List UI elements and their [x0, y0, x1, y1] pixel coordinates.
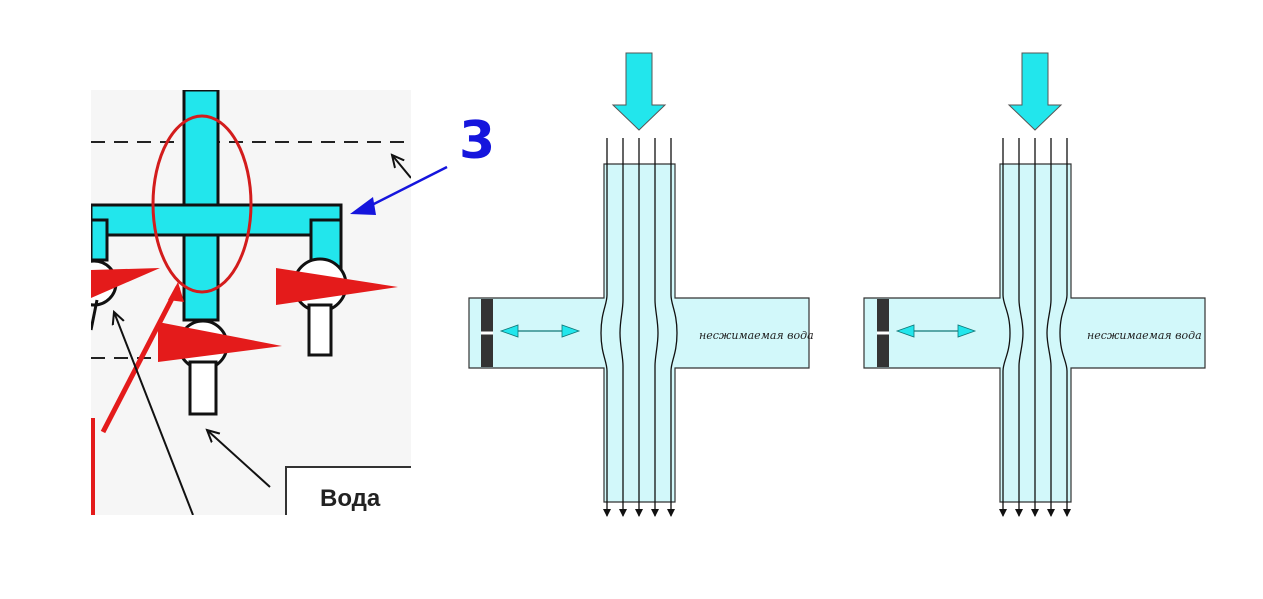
valve-bottom-stem — [188, 360, 218, 416]
label-box — [285, 466, 411, 515]
highlight-ellipse — [151, 114, 253, 294]
blue-pointer-line — [361, 165, 448, 212]
red-pointer-line — [100, 285, 181, 434]
pipe-junction — [186, 207, 216, 233]
flow-line-4 — [651, 138, 659, 517]
flow-line-5 — [1059, 138, 1071, 517]
valve-left-stem — [91, 299, 99, 331]
red-cone-right — [276, 268, 398, 305]
flow-line-2 — [1015, 138, 1024, 517]
blue-pointer-head — [350, 197, 376, 215]
flow-line-1 — [999, 138, 1011, 517]
flow-lines — [600, 138, 678, 517]
flow-line-4 — [1046, 138, 1055, 517]
valve-right-stem — [307, 303, 333, 357]
black-pointer-bottom — [207, 430, 271, 488]
number-label: 3 — [459, 111, 495, 171]
medium-label: несжимаемая вода — [1087, 329, 1202, 342]
left-panel: Вода — [91, 90, 411, 515]
piston-arrow-left-icon — [499, 324, 519, 338]
red-pointer-head — [168, 282, 184, 302]
red-cone-bottom — [158, 322, 282, 362]
flow-line-2 — [619, 138, 627, 517]
flow-arrow-icon — [611, 52, 667, 131]
left-panel-background — [91, 90, 411, 515]
black-pointer-top — [392, 155, 411, 179]
pipe-elbow — [313, 222, 339, 236]
flow-lines — [999, 138, 1071, 517]
right-diagram: несжимаемая вода — [863, 52, 1206, 517]
piston-arrow-right-icon — [957, 324, 977, 338]
flow-line-5 — [667, 138, 678, 517]
flow-arrow-icon — [1007, 52, 1063, 131]
medium-label: несжимаемая вода — [699, 329, 814, 342]
left-branch-pipe — [91, 218, 109, 262]
black-pointer-left — [114, 312, 194, 515]
piston-arrow-right-icon — [561, 324, 581, 338]
middle-diagram: несжимаемая вода — [468, 52, 814, 517]
flow-line-1 — [600, 138, 611, 517]
box-label: Вода — [320, 485, 381, 512]
piston-arrow-left-icon — [895, 324, 915, 338]
red-cone-left — [91, 268, 160, 298]
